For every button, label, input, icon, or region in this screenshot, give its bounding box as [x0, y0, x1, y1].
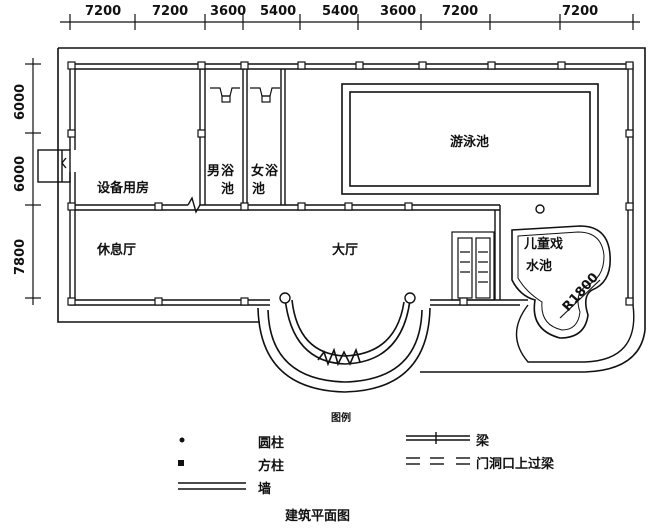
label-women-bath-1: 女 — [251, 163, 264, 179]
label-lounge: 休息厅 — [96, 242, 136, 258]
round-columns — [279, 204, 545, 304]
legend-symbols — [178, 432, 470, 490]
dim-top-6: 3600 — [380, 4, 416, 19]
label-women-bath-3: 池 — [252, 181, 265, 197]
label-kids-pool-1: 儿童戏 — [523, 236, 563, 252]
bath-fixtures — [210, 87, 280, 103]
legend-title: 图例 — [331, 413, 351, 424]
label-equipment-room: 设备用房 — [97, 180, 149, 196]
legend-square-column-label: 方柱 — [258, 459, 285, 474]
service-rooms — [451, 231, 495, 301]
label-men-bath-1: 男 — [207, 164, 220, 179]
front-colonnade — [257, 297, 431, 393]
legend-round-column-symbol — [179, 437, 185, 443]
legend-lintel-symbol — [406, 457, 470, 465]
legend-square-column-symbol — [178, 460, 184, 466]
label-women-bath-2: 浴 — [265, 163, 279, 179]
radius-line — [559, 279, 601, 319]
legend-beam-symbol — [406, 432, 470, 444]
legend-wall-label: 墙 — [258, 482, 272, 497]
legend-wall-symbol — [178, 482, 246, 490]
kids-pool-inner — [517, 231, 605, 331]
dim-top-3: 3600 — [210, 4, 246, 19]
label-swimming-pool: 游泳池 — [450, 134, 489, 150]
legend-beam-label: 梁 — [476, 434, 490, 449]
dim-top-5: 5400 — [322, 4, 358, 19]
dim-left-2: 6000 — [13, 156, 28, 192]
dim-left-1: 6000 — [13, 84, 28, 120]
dim-top-1: 7200 — [85, 4, 121, 19]
label-radius: R1800 — [560, 270, 602, 314]
square-columns — [67, 61, 634, 306]
dim-top-2: 7200 — [152, 4, 188, 19]
drawing-caption: 建筑平面图 — [285, 509, 351, 524]
dim-top-8: 7200 — [562, 4, 598, 19]
label-men-bath-3: 池 — [221, 181, 234, 197]
dim-top-7: 7200 — [442, 4, 478, 19]
left-dimension-line — [25, 58, 41, 305]
label-kids-pool-2: 水池 — [526, 258, 552, 274]
top-dimension-texts: 7200 7200 3600 5400 5400 3600 7200 7200 — [85, 4, 598, 19]
dim-top-4: 5400 — [260, 4, 296, 19]
terrace-outline — [57, 47, 646, 373]
curved-terrace-right — [515, 304, 635, 363]
label-men-bath-2: 浴 — [221, 163, 235, 179]
top-dimension-line — [60, 14, 640, 30]
left-entry-porch — [37, 149, 71, 183]
label-hall: 大厅 — [332, 242, 358, 258]
swimming-pool — [341, 83, 599, 195]
legend-lintel-label: 门洞口上过梁 — [476, 457, 555, 472]
kids-pool — [511, 225, 611, 339]
dim-left-3: 7800 — [13, 239, 28, 275]
legend-round-column-label: 圆柱 — [258, 436, 285, 451]
